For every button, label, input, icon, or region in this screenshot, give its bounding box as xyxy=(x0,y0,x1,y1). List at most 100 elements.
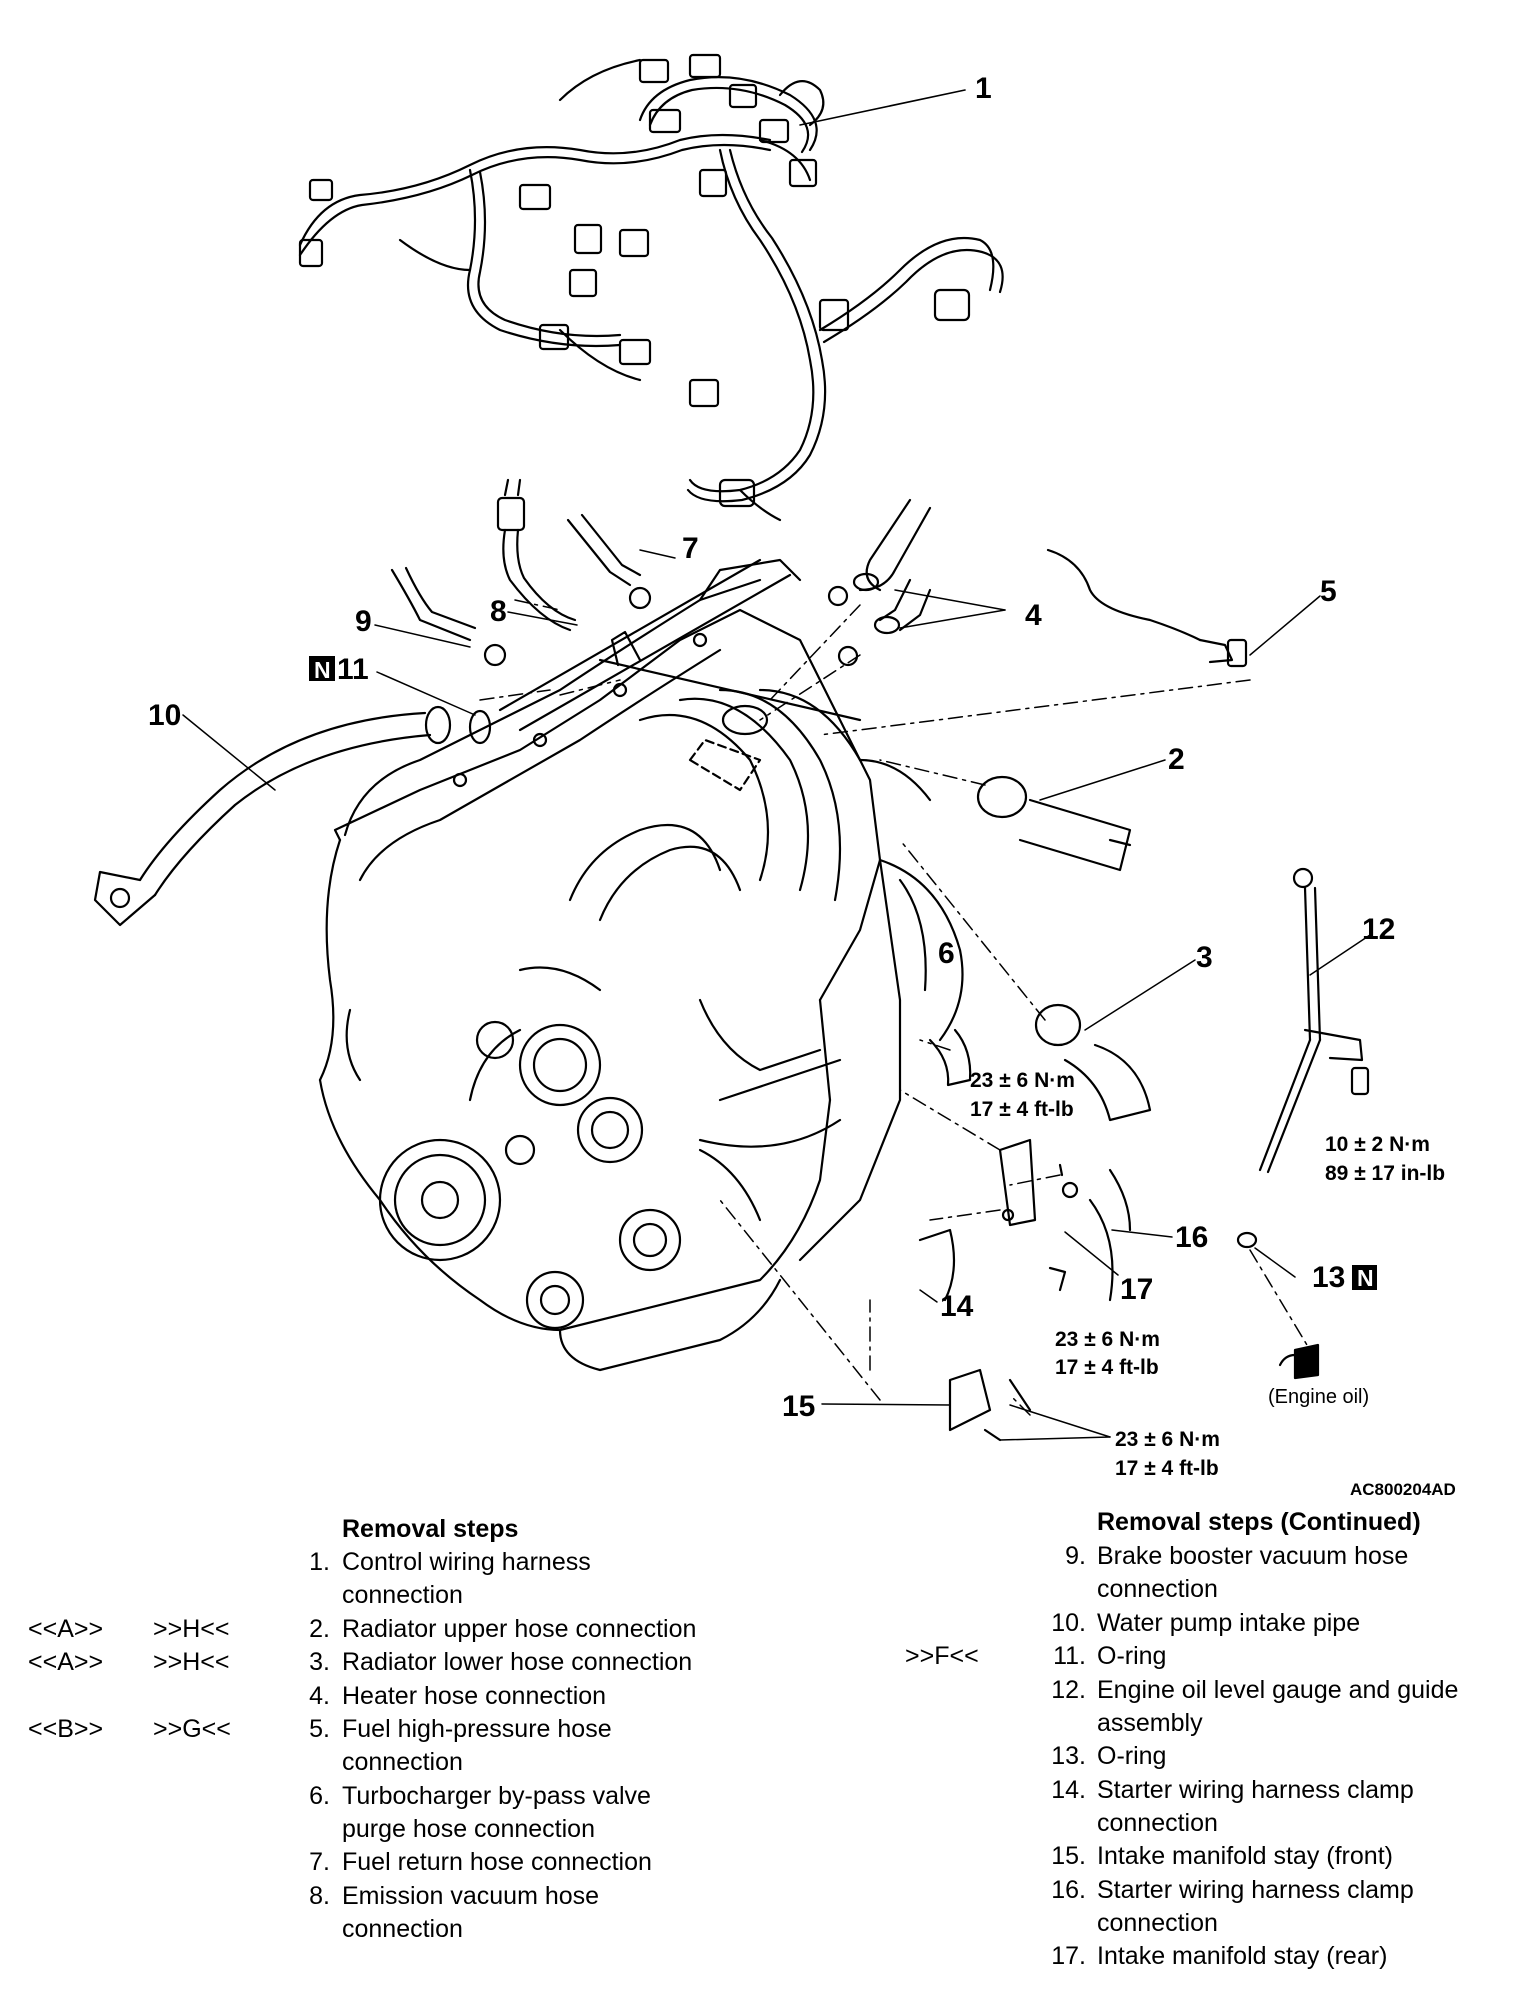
callout-17: 17 xyxy=(1120,1273,1153,1306)
callout-11: 11 xyxy=(337,653,369,686)
callout-6: 6 xyxy=(938,937,955,970)
engine-oil-label: (Engine oil) xyxy=(1268,1386,1369,1408)
step-row: 15. Intake manifold stay (front) xyxy=(700,1840,1500,1910)
step-text: Emission vacuum hose xyxy=(342,1881,600,1910)
callout-4: 4 xyxy=(1025,599,1042,632)
callout-5: 5 xyxy=(1320,575,1337,608)
step-text-continued: connection xyxy=(1097,1808,1218,1837)
step-row: >>F<< 11. O-ring xyxy=(700,1640,1500,1710)
step-ref-installation: >>G<< xyxy=(153,1715,231,1743)
torque-12-nm: 10 ± 2 N·m xyxy=(1325,1133,1430,1156)
step-text-continued: assembly xyxy=(1097,1708,1203,1737)
step-number: 7. xyxy=(309,1848,330,1876)
engine-exploded-diagram: 1 2 3 4 5 6 7 8 9 10 N 11 12 13 N 14 15 … xyxy=(93,53,1456,1499)
step-text: Radiator lower hose connection xyxy=(342,1648,693,1676)
step-text: Engine oil level gauge and guide xyxy=(1097,1675,1459,1704)
torque-17-nm: 23 ± 6 N·m xyxy=(1055,1328,1160,1351)
step-ref-disassembly: <<A>> xyxy=(28,1614,104,1643)
step-text: O-ring xyxy=(1097,1642,1167,1670)
radiator-upper-hose xyxy=(976,775,1132,872)
step-ref-installation: >>H<< xyxy=(153,1614,230,1643)
step-ref-disassembly: <<B>> xyxy=(28,1715,104,1743)
callout-13: 13 xyxy=(1312,1261,1345,1294)
heater-hoses xyxy=(827,498,932,667)
brake-booster-vacuum-hose xyxy=(390,566,507,667)
step-text: Intake manifold stay (front) xyxy=(1097,1842,1393,1870)
torque-15-nm: 23 ± 6 N·m xyxy=(1115,1428,1220,1451)
callout-15: 15 xyxy=(782,1390,815,1423)
step-row: 7. Fuel return hose connection xyxy=(28,1846,828,1916)
step-number: 11. xyxy=(1053,1642,1086,1670)
callout-16: 16 xyxy=(1175,1221,1208,1254)
step-ref-installation: >>H<< xyxy=(153,1648,230,1676)
step-number: 12. xyxy=(1051,1675,1086,1704)
step-ref-installation: >>F<< xyxy=(905,1642,979,1670)
step-text: Water pump intake pipe xyxy=(1097,1608,1361,1637)
step-text: O-ring xyxy=(1097,1742,1167,1770)
step-row: <<A>> >>H<< 3. Radiator lower hose connecti… xyxy=(28,1646,828,1716)
step-ref-disassembly: <<A>> xyxy=(28,1648,104,1676)
fuel-high-pressure-hose xyxy=(1046,548,1248,668)
step-number: 10. xyxy=(1051,1608,1086,1637)
step-number: 14. xyxy=(1051,1775,1086,1804)
callout-8: 8 xyxy=(490,595,507,628)
o-ring-11 xyxy=(468,709,492,745)
callout-10: 10 xyxy=(148,699,181,732)
step-text-continued: connection xyxy=(342,1914,463,1943)
step-text: Intake manifold stay (rear) xyxy=(1097,1942,1388,1970)
leader-lines xyxy=(182,549,1371,1441)
figure-code: AC800204AD xyxy=(1350,1480,1456,1499)
callout-3: 3 xyxy=(1196,941,1213,974)
step-row: 10. Water pump intake pipe xyxy=(700,1607,1500,1677)
step-row: 17. Intake manifold stay (rear) xyxy=(700,1940,1500,2010)
step-row: 12. Engine oil level gauge and guide assem… xyxy=(700,1674,1500,1744)
callout-1: 1 xyxy=(975,72,992,105)
callout-12: 12 xyxy=(1362,913,1395,946)
removal-steps-title: Removal steps xyxy=(342,1515,519,1543)
new-part-mark-13 xyxy=(1352,1265,1377,1290)
o-ring-13 xyxy=(1236,1231,1258,1249)
torque-15-ftlb: 17 ± 4 ft-lb xyxy=(1115,1457,1219,1480)
step-number: 5. xyxy=(309,1715,330,1743)
step-text-continued: purge hose connection xyxy=(342,1814,595,1843)
emission-vacuum-hose xyxy=(496,478,577,632)
step-text: Fuel return hose connection xyxy=(342,1848,652,1876)
torque-17-ftlb: 17 ± 4 ft-lb xyxy=(1055,1356,1159,1379)
step-number: 1. xyxy=(309,1548,330,1576)
new-part-mark-13-text: N xyxy=(1357,1265,1374,1291)
step-row: 14. Starter wiring harness clamp connectio… xyxy=(700,1774,1500,1844)
step-number: 6. xyxy=(309,1781,330,1810)
step-number: 17. xyxy=(1051,1942,1086,1970)
step-number: 16. xyxy=(1051,1875,1086,1904)
step-text: Radiator upper hose connection xyxy=(342,1614,697,1643)
step-row: <<A>> >>H<< 2. Radiator upper hose connecti… xyxy=(28,1613,828,1683)
step-number: 15. xyxy=(1051,1842,1086,1870)
step-number: 2. xyxy=(309,1614,330,1643)
new-part-mark-11 xyxy=(309,656,335,681)
water-pump-intake-pipe xyxy=(93,705,452,927)
step-text: Starter wiring harness clamp xyxy=(1097,1775,1414,1804)
step-text: Fuel high-pressure hose xyxy=(342,1715,612,1743)
step-number: 4. xyxy=(309,1681,330,1710)
step-number: 9. xyxy=(1065,1542,1086,1570)
turbo-bypass-purge-hose xyxy=(928,1028,972,1087)
step-text: Starter wiring harness clamp xyxy=(1097,1875,1414,1904)
step-number: 13. xyxy=(1051,1742,1086,1770)
step-text: Control wiring harness xyxy=(342,1548,591,1576)
step-number: 3. xyxy=(309,1648,330,1676)
step-row: 13. O-ring xyxy=(700,1740,1500,1810)
step-row: 8. Emission vacuum hose connection xyxy=(28,1880,828,1950)
callout-2: 2 xyxy=(1168,743,1185,776)
fuel-return-hose xyxy=(566,513,652,667)
step-text: Heater hose connection xyxy=(342,1681,607,1710)
step-number: 8. xyxy=(309,1881,330,1910)
torque-6-ftlb: 17 ± 4 ft-lb xyxy=(970,1098,1074,1121)
step-text: Brake booster vacuum hose xyxy=(1097,1542,1409,1570)
removal-steps-continued-title: Removal steps (Continued) xyxy=(1097,1508,1421,1536)
intake-manifold-stays xyxy=(918,1138,1132,1442)
callout-14: 14 xyxy=(940,1290,974,1323)
